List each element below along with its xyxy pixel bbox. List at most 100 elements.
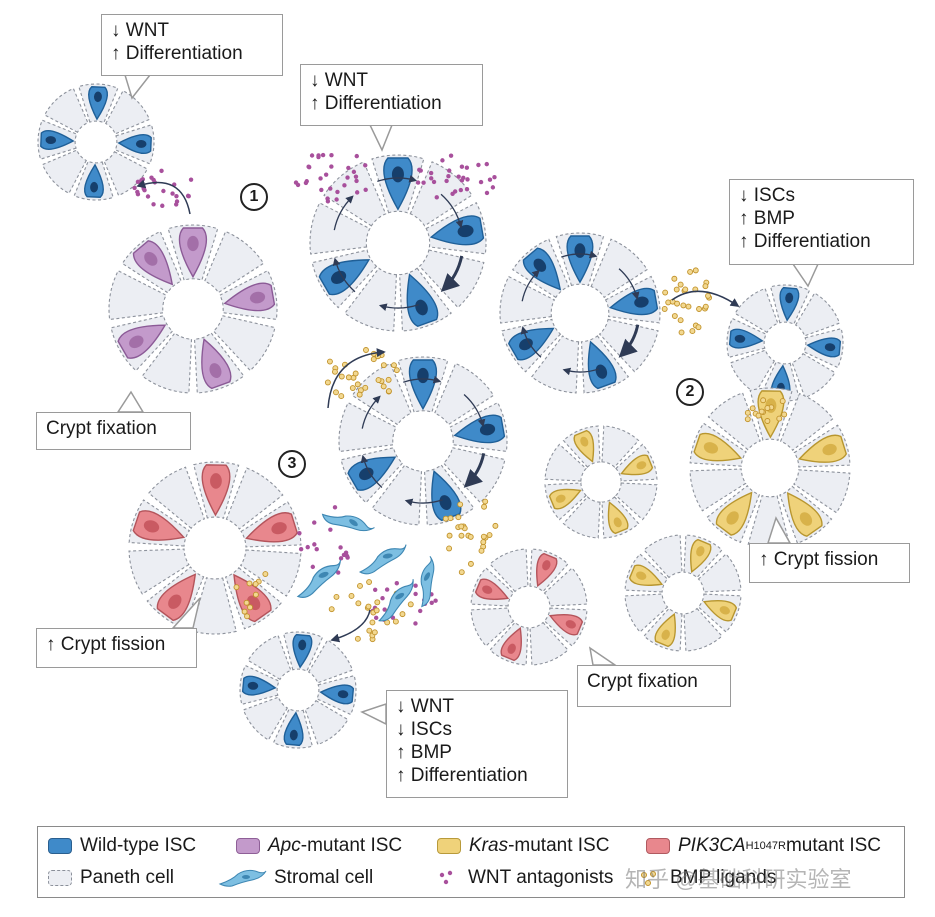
wnt-antagonist-dot (448, 153, 454, 158)
paneth-cell (689, 468, 747, 512)
wnt-antagonist-dot (380, 595, 385, 601)
legend-item-wnt-antagonists: WNT antagonists (436, 867, 613, 889)
paneth-cell (212, 315, 276, 372)
legend: Wild-type ISC Apc-mutant ISC Kras-mutant… (37, 826, 905, 898)
paneth-cell-swatch (48, 870, 72, 886)
callout-pointer (116, 390, 145, 413)
step-marker-3: 3 (278, 450, 306, 478)
bmp-ligand-dot (324, 379, 331, 386)
bmp-ligand-dot (480, 533, 487, 540)
stromal-cell (321, 513, 375, 532)
wnt-antagonist-dot (417, 167, 422, 173)
wnt-antagonist-dot (174, 193, 179, 199)
bmp-ligand-dot (744, 409, 751, 416)
paneth-cell (307, 639, 354, 684)
bmp-ligand-dot (366, 579, 373, 585)
callout-wnt-differentiation-top-left: ↓ WNT ↑ Differentiation (101, 14, 283, 76)
bmp-ligand-dot (467, 533, 474, 540)
wnt-antagonist-dot (421, 180, 426, 185)
wnt-antagonist-dot (434, 195, 439, 200)
wnt-antagonist-dot (464, 187, 470, 192)
rotation-arrow (562, 367, 599, 376)
isc-cell (84, 163, 104, 198)
isc-cell (88, 86, 108, 121)
stromal-cell (378, 579, 414, 622)
rotation-arrow (361, 395, 381, 429)
wnt-antagonist-dot (382, 607, 387, 612)
legend-label: WNT antagonists (468, 867, 614, 888)
callout-crypt-fixation-apc: Crypt fixation (36, 412, 191, 450)
crypt-wild-type-kras-niche (499, 232, 661, 394)
wnt-antagonist-dot (394, 581, 399, 586)
legend-label: mutant ISC (785, 835, 881, 856)
pik3ca-mutant-isc-swatch (646, 838, 670, 854)
bmp-ligand-dot (375, 353, 381, 360)
bmp-ligand-dot (764, 405, 771, 412)
wnt-antagonist-dot (338, 556, 344, 561)
crypt-kras-left (544, 425, 658, 539)
bmp-ligand-dot (481, 503, 488, 510)
isc-cell (178, 227, 208, 279)
bmp-ligand-dot (244, 613, 250, 620)
wnt-antagonist-dot (329, 164, 334, 169)
crypt-wild-type-bottom (239, 631, 357, 749)
wnt-antagonist-dot (351, 169, 357, 175)
bmp-ligand-dot (702, 303, 709, 310)
wnt-antagonist-dot (431, 179, 437, 185)
isc-nucleus (90, 181, 99, 193)
wnt-antagonist-dot (487, 177, 493, 182)
wnt-antagonist-dot (372, 587, 378, 593)
isc-nucleus (417, 367, 429, 384)
wnt-antagonist-dot (413, 583, 418, 588)
bmp-ligand-dot (243, 599, 250, 606)
wnt-antagonist-dot (413, 591, 418, 597)
isc-nucleus (542, 560, 551, 571)
callout-line: ↑ Differentiation (310, 93, 442, 114)
bmp-ligand-dot (673, 286, 680, 293)
wnt-antagonist-dot (159, 168, 164, 174)
wnt-antagonist-dot (433, 598, 438, 603)
wnt-antagonist-dot (363, 187, 368, 192)
wnt-antagonist-dot (461, 175, 466, 181)
bmp-ligand-dot (480, 539, 487, 546)
signal-flow-arrow (330, 609, 371, 643)
paneth-cell (562, 496, 601, 539)
paneth-cell (624, 593, 669, 633)
legend-label-italic: Apc (268, 835, 301, 856)
callout-line: ↑ BMP (396, 742, 452, 763)
apc-mutant-isc-swatch (236, 838, 260, 854)
bmp-ligand-dot (348, 592, 355, 599)
bmp-ligand-dot (369, 619, 376, 626)
paneth-cell (530, 335, 580, 394)
isc-nucleus (93, 91, 102, 103)
paneth-cell (707, 392, 761, 451)
legend-label: Wild-type ISC (80, 835, 197, 856)
paneth-cell (697, 553, 742, 593)
bmp-ligand-dot (678, 329, 685, 336)
isc-nucleus (359, 467, 374, 481)
wnt-antagonist-dot (354, 153, 359, 159)
callout-line: ↑ Crypt fission (759, 549, 879, 570)
crypt-pik3ca-single (470, 548, 588, 666)
paneth-cell (247, 634, 292, 681)
bmp-ligand-dot (392, 618, 399, 625)
wnt-antagonist-dot (444, 178, 449, 184)
isc-cell (806, 337, 842, 358)
crypt-pik3ca-fission (128, 461, 302, 635)
paneth-cell (338, 402, 397, 453)
isc-nucleus (187, 235, 199, 252)
wnt-antagonist-dot (492, 174, 497, 180)
wnt-antagonist-dot (415, 180, 421, 185)
paneth-cell (590, 238, 648, 299)
paneth-cell (104, 89, 151, 135)
paneth-cell (323, 161, 387, 227)
wnt-antagonist-dot (363, 163, 368, 168)
wnt-antagonist-dot (484, 161, 489, 167)
wnt-antagonist-dot (384, 587, 390, 592)
wnt-antagonist-dot (490, 185, 496, 190)
legend-label: -mutant ISC (300, 835, 403, 856)
isc-nucleus (168, 594, 182, 609)
bmp-ligand-dot (338, 393, 345, 400)
bmp-ligand-dot (446, 532, 453, 539)
